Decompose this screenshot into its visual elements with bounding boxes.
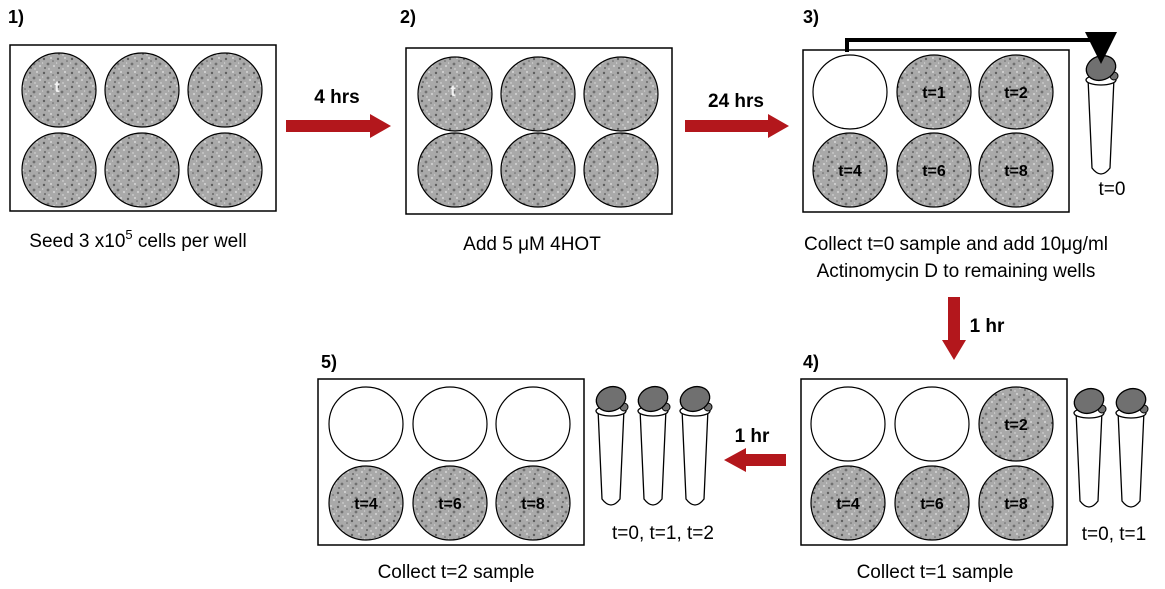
- caption-step-1-text: Seed 3 x10: [29, 231, 125, 252]
- tube-cap: [1073, 387, 1105, 415]
- plate-step-4: t=2 t=4 t=6 t=8: [800, 378, 1068, 546]
- well-empty: [495, 386, 571, 462]
- well-with-cells: [187, 132, 263, 208]
- well-with-cells: [894, 465, 970, 541]
- well-with-cells: [500, 56, 576, 132]
- tube-cap: [595, 385, 627, 413]
- arrow-step-4-to-5: [724, 448, 786, 472]
- well-empty: [328, 386, 404, 462]
- sample-tube: [1115, 387, 1149, 508]
- sample-tube: [1085, 54, 1119, 175]
- well-label: t=2: [1004, 417, 1028, 434]
- tube-body: [1075, 410, 1103, 508]
- well-with-cells: [978, 132, 1054, 208]
- step-1-number: 1): [8, 7, 24, 27]
- transfer-arrow-to-tube: [845, 32, 1117, 64]
- well-empty: [810, 386, 886, 462]
- tube-label-step-4: t=0, t=1: [1082, 524, 1146, 545]
- well-label: t=4: [836, 496, 860, 513]
- plate-step-3: t=1 t=2 t=4 t=6 t=8: [802, 49, 1070, 213]
- tube-body: [681, 408, 709, 506]
- sample-tube: [679, 385, 713, 506]
- tube-cap: [679, 385, 711, 413]
- well-label: t=8: [521, 496, 545, 513]
- well-with-cells: [104, 132, 180, 208]
- tube-body: [1087, 77, 1115, 175]
- step-4-number: 4): [803, 352, 819, 372]
- well-with-cells: [187, 52, 263, 128]
- sample-tube: [637, 385, 671, 506]
- well-with-cells: [978, 54, 1054, 130]
- arrow-step-1-to-2: [286, 114, 391, 138]
- well-with-cells: [417, 56, 493, 132]
- tube-body: [597, 408, 625, 506]
- well-with-cells: [812, 132, 888, 208]
- well-empty: [412, 386, 488, 462]
- arrow-label-1-hr-down: 1 hr: [970, 316, 1005, 337]
- well-label: t=6: [920, 496, 944, 513]
- caption-step-1-tail: cells per well: [133, 231, 247, 252]
- tubes-step-5: [595, 385, 713, 506]
- well-label: t=4: [354, 496, 378, 513]
- well-with-cells: [978, 465, 1054, 541]
- well-label: t=6: [922, 163, 946, 180]
- tube-cap: [637, 385, 669, 413]
- well-with-cells: [896, 54, 972, 130]
- caption-step-5: Collect t=2 sample: [378, 562, 535, 583]
- well-with-cells: [104, 52, 180, 128]
- well-label: t=8: [1004, 163, 1028, 180]
- step-5-number: 5): [321, 352, 337, 372]
- well-label: t=8: [1004, 496, 1028, 513]
- arrow-step-3-to-4: [942, 297, 966, 360]
- well-with-cells: [412, 465, 488, 541]
- caption-step-4: Collect t=1 sample: [857, 562, 1014, 583]
- well-with-cells: [21, 132, 97, 208]
- step-3-number: 3): [803, 7, 819, 27]
- sample-tube: [1073, 387, 1107, 508]
- caption-step-2: Add 5 μM 4HOT: [463, 234, 601, 255]
- step-2-number: 2): [400, 7, 416, 27]
- well-with-cells: [810, 465, 886, 541]
- arrow-step-2-to-3: [685, 114, 789, 138]
- well-label: t=2: [1004, 85, 1028, 102]
- well-with-cells: [896, 132, 972, 208]
- well-with-cells: [495, 465, 571, 541]
- well-label: t: [54, 79, 60, 96]
- tube-body: [1117, 410, 1145, 508]
- caption-step-3-line-2: Actinomycin D to remaining wells: [817, 261, 1096, 282]
- well-with-cells: [328, 465, 404, 541]
- sample-tube: [595, 385, 629, 506]
- well-label: t=6: [438, 496, 462, 513]
- well-with-cells: [583, 132, 659, 208]
- well-empty: [812, 54, 888, 130]
- tube-body: [639, 408, 667, 506]
- tube-cap: [1115, 387, 1147, 415]
- caption-step-1: Seed 3 x105 cells per well: [29, 227, 246, 252]
- plate-step-2: t: [405, 47, 673, 215]
- well-label: t: [450, 83, 456, 100]
- arrow-label-24-hrs: 24 hrs: [708, 91, 764, 112]
- tubes-step-4: [1073, 387, 1149, 508]
- well-with-cells: [417, 132, 493, 208]
- well-label: t=1: [922, 85, 946, 102]
- well-with-cells: [500, 132, 576, 208]
- well-with-cells: [978, 386, 1054, 462]
- tube-label-step-3: t=0: [1099, 179, 1126, 200]
- tubes-step-3: [1085, 54, 1119, 175]
- well-with-cells: [583, 56, 659, 132]
- caption-step-3-line-1: Collect t=0 sample and add 10μg/ml: [804, 234, 1108, 255]
- well-label: t=4: [838, 163, 862, 180]
- plate-step-5: t=4 t=6 t=8: [317, 378, 585, 546]
- well-with-cells: [21, 52, 97, 128]
- arrow-label-1-hr-left: 1 hr: [735, 426, 770, 447]
- arrow-label-4-hrs: 4 hrs: [314, 87, 359, 108]
- caption-step-1-superscript: 5: [125, 227, 132, 242]
- tube-label-step-5: t=0, t=1, t=2: [612, 523, 714, 544]
- well-empty: [894, 386, 970, 462]
- plate-step-1: t: [9, 44, 277, 212]
